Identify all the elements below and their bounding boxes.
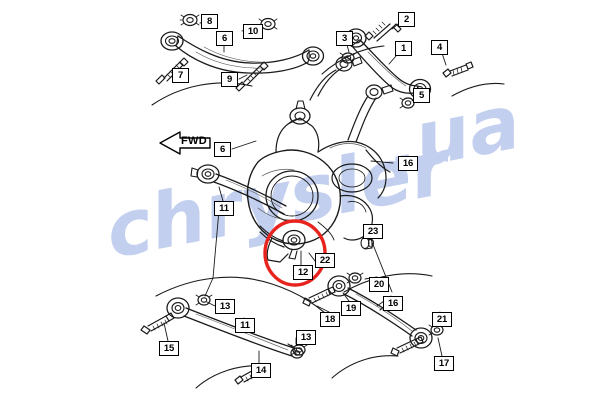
part-bolt-18 <box>302 286 336 307</box>
part-bolt-4 <box>442 61 474 78</box>
part-nut-20 <box>346 272 364 284</box>
callout-label-11: 11 <box>235 318 255 333</box>
callout-label-1: 1 <box>395 41 412 56</box>
part-nut-13-b <box>290 344 308 356</box>
callout-label-6: 6 <box>216 31 233 46</box>
callout-label-7: 7 <box>172 68 189 83</box>
callout-label-19: 19 <box>341 301 361 316</box>
part-upper-arm-top-left <box>160 31 325 74</box>
callout-label-5: 5 <box>413 88 430 103</box>
callout-label-23: 23 <box>363 224 383 239</box>
callout-label-12: 12 <box>293 265 313 280</box>
part-bolt-9 <box>235 61 269 92</box>
part-upper-link-center <box>309 56 363 101</box>
part-nut-13-a <box>195 294 213 306</box>
callout-label-13: 13 <box>296 330 316 345</box>
fwd-arrow <box>159 131 211 155</box>
callout-label-6: 6 <box>214 142 231 157</box>
part-bolt-17 <box>390 336 424 357</box>
callout-label-14: 14 <box>251 363 271 378</box>
callout-label-3: 3 <box>336 31 353 46</box>
callout-label-21: 21 <box>432 312 452 327</box>
callout-label-11: 11 <box>214 201 234 216</box>
part-bolt-15 <box>140 312 175 335</box>
part-bolt-2 <box>364 21 402 42</box>
part-lateral-link-11 <box>190 164 287 215</box>
callout-label-16: 16 <box>398 156 418 171</box>
callout-label-13: 13 <box>215 299 235 314</box>
callout-label-15: 15 <box>159 341 179 356</box>
part-nut-8 <box>179 13 200 27</box>
callout-label-8: 8 <box>201 14 218 29</box>
fwd-direction-label: FWD <box>181 135 207 147</box>
callout-label-9: 9 <box>221 72 238 87</box>
callout-label-18: 18 <box>320 312 340 327</box>
callout-label-20: 20 <box>369 277 389 292</box>
callout-label-4: 4 <box>431 40 448 55</box>
callout-label-16: 16 <box>383 296 403 311</box>
callout-label-17: 17 <box>434 356 454 371</box>
callout-label-2: 2 <box>398 12 415 27</box>
part-lateral-link-11-lower <box>166 297 304 359</box>
part-knuckle-assembly <box>246 100 387 263</box>
callout-label-22: 22 <box>315 253 335 268</box>
callout-label-10: 10 <box>243 24 263 39</box>
part-link-16-upper <box>347 84 394 173</box>
